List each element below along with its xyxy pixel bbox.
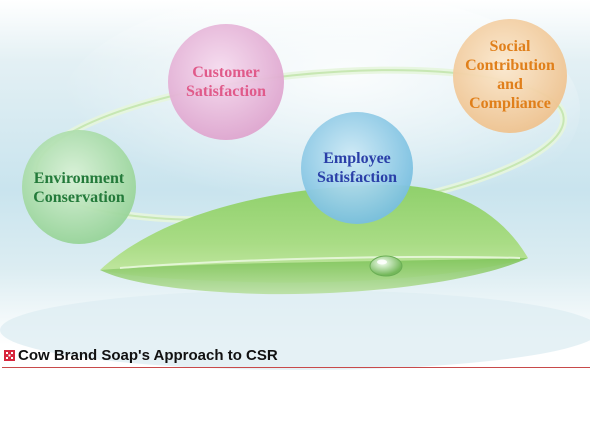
leaf [100,185,528,283]
employee-satisfaction-label: Employee Satisfaction [300,148,414,190]
social-line-3: and [497,76,523,93]
social-line-4: Compliance [469,94,551,112]
customer-satisfaction-circle [168,24,284,140]
employee-satisfaction-circle [301,112,413,224]
customer-line-1: Customer [192,64,260,82]
environment-conservation-label: Environment Conservation [18,168,140,210]
employee-line-2: Satisfaction [317,169,397,186]
environment-line-2: Conservation [33,189,125,206]
customer-line-2: Satisfaction [186,83,266,100]
employee-line-1: Employee [323,150,391,168]
social-line-2: Contribution [465,57,555,75]
social-line-1: Social [489,38,531,56]
caption-title: Cow Brand Soap's Approach to CSR [18,346,278,364]
water-reflection [0,290,590,370]
environment-conservation-circle [22,130,136,244]
water-drop-highlight [377,259,387,265]
leaf-vein [119,255,521,269]
water-drop [369,255,403,277]
red-square-marker-icon [4,349,15,361]
environment-line-1: Environment [33,170,125,188]
leaf-underside [100,258,528,295]
customer-satisfaction-label: Customer Satisfaction [168,62,284,104]
social-contribution-circle [453,19,567,133]
caption-bar: Cow Brand Soap's Approach to CSR [2,343,590,368]
social-contribution-label: Social Contribution and Compliance [452,36,568,116]
